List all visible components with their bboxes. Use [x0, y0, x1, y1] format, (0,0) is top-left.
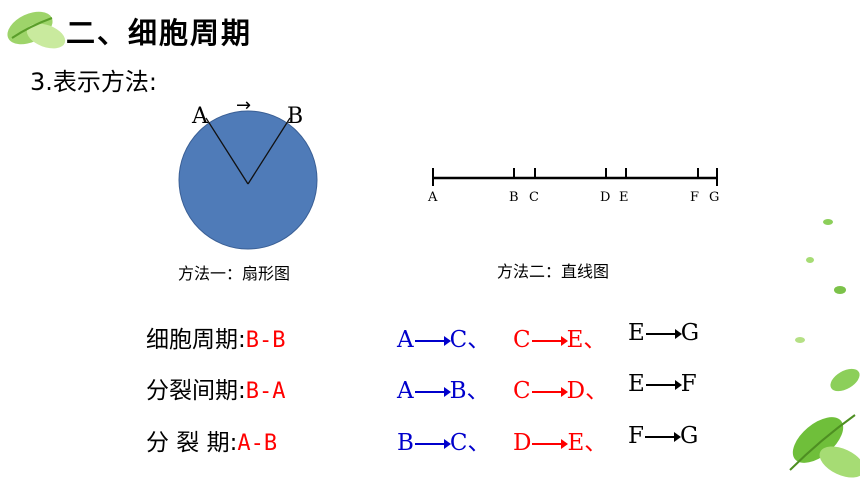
- row-interphase: 分裂间期:B-A: [146, 371, 286, 405]
- seq-1-2: C E、: [513, 320, 606, 354]
- seq-separator: 、: [467, 430, 491, 456]
- pie-circle: [178, 110, 318, 250]
- arrow-icon: [414, 439, 451, 449]
- seq-to: E: [566, 327, 584, 353]
- pie-label-a: A: [192, 104, 208, 129]
- pie-label-b: B: [287, 104, 304, 129]
- line-label-g: G: [709, 190, 720, 205]
- arrow-icon: [645, 380, 682, 390]
- leaf-decoration-right: [789, 219, 860, 478]
- seq-2-1: A B、: [397, 371, 490, 405]
- seq-from: D: [513, 430, 532, 456]
- seq-from: A: [397, 327, 414, 353]
- seq-separator: 、: [467, 327, 491, 353]
- row-cell-cycle: 细胞周期:B-B: [146, 320, 286, 354]
- seq-3-1: B C、: [397, 423, 491, 457]
- line-label-b: B: [509, 190, 519, 205]
- seq-to: G: [679, 423, 699, 449]
- leaf-decoration-top-left: [7, 11, 66, 49]
- seq-2-2: C D、: [513, 371, 608, 405]
- arrow-icon: [531, 336, 568, 346]
- seq-to: B: [449, 378, 467, 404]
- seq-to: D: [566, 378, 586, 404]
- arrow-icon: [414, 387, 451, 397]
- line-diagram: [432, 168, 718, 186]
- pie-radius-b: [247, 117, 291, 185]
- line-label-c: C: [529, 190, 539, 205]
- section-subtitle: 3.表示方法:: [30, 68, 157, 96]
- pie-radius-a: [205, 117, 249, 185]
- pie-caption: 方法一：扇形图: [178, 264, 291, 283]
- seq-from: C: [513, 378, 531, 404]
- seq-to: F: [680, 371, 697, 397]
- seq-separator: 、: [583, 327, 607, 353]
- arrow-icon: [644, 432, 681, 442]
- page-title: 二、细胞周期: [66, 16, 253, 50]
- line-label-f: F: [690, 190, 700, 205]
- row-label: 分裂间期: [146, 378, 238, 404]
- arrow-icon: [532, 439, 569, 449]
- row-colon: :: [238, 327, 246, 353]
- seq-from: A: [397, 378, 414, 404]
- seq-from: B: [397, 430, 414, 456]
- row-value: B-A: [245, 379, 286, 404]
- row-value: A-B: [237, 431, 278, 456]
- seq-3-2: D E、: [513, 423, 607, 457]
- line-caption: 方法二：直线图: [497, 262, 610, 281]
- seq-separator: 、: [585, 378, 609, 404]
- seq-from: E: [628, 371, 645, 397]
- seq-from: C: [513, 327, 531, 353]
- arrow-icon: [531, 387, 568, 397]
- row-value: B-B: [245, 328, 286, 353]
- seq-from: F: [628, 423, 644, 449]
- line-label-a: A: [428, 190, 438, 205]
- seq-to: E: [567, 430, 585, 456]
- seq-to: C: [449, 327, 468, 353]
- row-colon: :: [229, 430, 238, 456]
- seq-to: C: [449, 430, 468, 456]
- seq-separator: 、: [466, 378, 490, 404]
- line-label-d: D: [600, 190, 611, 205]
- row-label: 细胞周期: [146, 327, 238, 353]
- arrow-icon: [645, 329, 682, 339]
- seq-1-1: A C、: [397, 320, 490, 354]
- seq-from: E: [628, 320, 645, 346]
- arrow-icon: [414, 336, 451, 346]
- row-mitotic-phase: 分 裂 期:A-B: [146, 423, 277, 457]
- line-label-e: E: [619, 190, 629, 205]
- seq-separator: 、: [584, 430, 608, 456]
- row-colon: :: [238, 378, 246, 404]
- seq-to: G: [680, 320, 700, 346]
- pie-diagram: [178, 110, 318, 250]
- row-label: 分 裂 期: [146, 430, 230, 456]
